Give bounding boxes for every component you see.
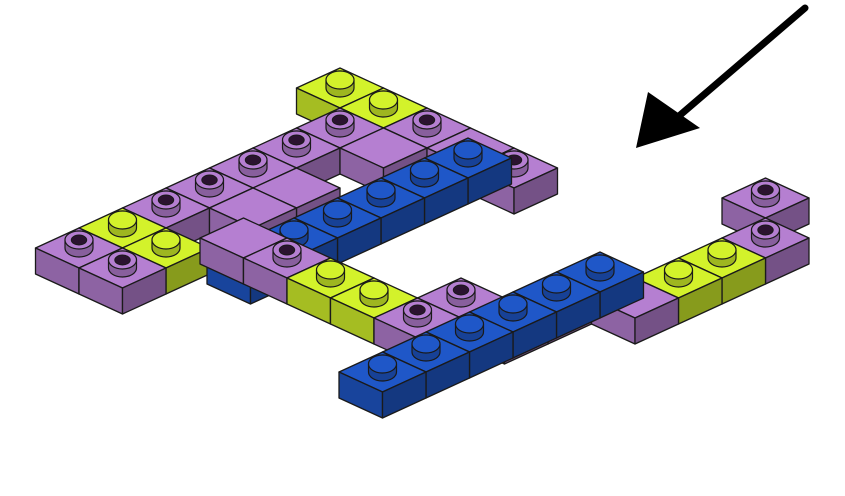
blue-upper-stud-4 — [322, 200, 353, 228]
left-stud-5 — [281, 130, 312, 158]
left-stud-2 — [368, 90, 399, 118]
blue-lower-stud-6 — [367, 354, 398, 382]
left-stud-10 — [194, 170, 225, 198]
right-stud-10 — [446, 280, 476, 308]
left-stud-1 — [325, 70, 355, 98]
left-stud-4 — [412, 110, 442, 138]
right-stud-13 — [402, 300, 433, 328]
blue-upper-stud-1 — [453, 140, 483, 168]
right-stud-3 — [750, 220, 781, 248]
left-stud-3 — [325, 110, 355, 138]
blue-lower-stud-3 — [498, 294, 528, 322]
arrow-down-left-icon — [636, 4, 809, 148]
right-stud-6 — [315, 260, 346, 288]
blue-lower-stud-1 — [585, 254, 615, 282]
left-stud-8 — [238, 150, 268, 178]
right-stud-8 — [663, 260, 694, 288]
left-stud-16 — [151, 230, 181, 258]
left-stud-12 — [151, 190, 181, 218]
right-stud-4 — [272, 240, 302, 268]
right-stud-9 — [359, 280, 389, 308]
right-stud-5 — [707, 240, 737, 268]
left-frame-assembly — [34, 67, 559, 315]
right-stud-1 — [750, 180, 781, 208]
blue-lower-stud-4 — [454, 314, 485, 342]
left-stud-14 — [107, 210, 138, 238]
lower-blue-plate — [338, 251, 645, 419]
blue-lower-stud-2 — [541, 274, 572, 302]
blue-upper-stud-3 — [366, 180, 396, 208]
left-stud-17 — [107, 250, 138, 278]
left-stud-15 — [64, 230, 94, 258]
blue-lower-stud-5 — [411, 334, 441, 362]
blue-upper-stud-2 — [409, 160, 440, 188]
